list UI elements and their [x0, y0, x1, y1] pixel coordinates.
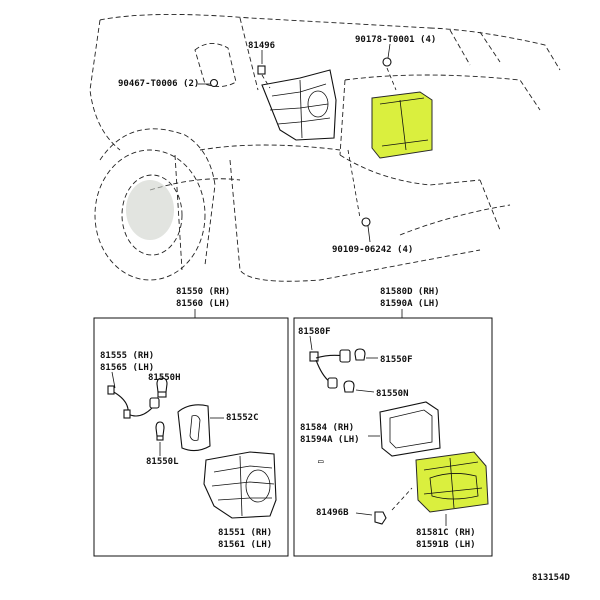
vehicle-outline [89, 13, 561, 282]
gasket-81552c [177, 404, 211, 452]
outer-lamp-box [93, 317, 289, 557]
tail-lamp-on-vehicle [261, 69, 337, 141]
bulb-81550h [156, 377, 168, 398]
bulb-81550f [354, 348, 366, 361]
lens-81581c-highlighted [415, 451, 489, 513]
lens-81551 [203, 451, 277, 519]
label-81552c: 81552C [226, 413, 259, 423]
socket-wire-right [309, 349, 351, 389]
label-81555-rh: 81555 (RH) [100, 351, 154, 361]
label-90178-t0001: 90178-T0001 (4) [355, 35, 436, 45]
diagram-id: 813154D [532, 573, 571, 583]
bulb-81550n [343, 380, 355, 393]
label-81580f: 81580F [298, 327, 331, 337]
label-81591b-lh: 81591B (LH) [416, 540, 476, 550]
label-81551-rh: 81551 (RH) [218, 528, 272, 538]
label-81561-lh: 81561 (LH) [218, 540, 272, 550]
clip-81496b [374, 511, 387, 525]
wheel-shading [126, 180, 174, 240]
label-81496: 81496 [248, 41, 275, 51]
label-81550-rh: 81550 (RH) [176, 287, 230, 297]
label-81584-rh: 81584 (RH) [300, 423, 354, 433]
label-90467-t0006: 90467-T0006 (2) [118, 79, 199, 89]
label-81550f: 81550F [380, 355, 413, 365]
inner-lamp-box [293, 317, 493, 557]
label-81496b: 81496B [316, 508, 349, 518]
label-81560-lh: 81560 (LH) [176, 299, 230, 309]
label-81550l: 81550L [146, 457, 179, 467]
bulb-81550l [155, 421, 165, 441]
label-81580d-rh: 81580D (RH) [380, 287, 440, 297]
label-81581c-rh: 81581C (RH) [416, 528, 476, 538]
label-81590a-lh: 81590A (LH) [380, 299, 440, 309]
inner-lamp-on-vehicle [371, 91, 433, 159]
upper-fasteners [209, 57, 397, 227]
label-81594a-lh: 81594A (LH) [300, 435, 360, 445]
label-81550n: 81550N [376, 389, 409, 399]
socket-wire-left [107, 385, 160, 419]
label-81550h: 81550H [148, 373, 181, 383]
gasket-81584 [379, 401, 441, 457]
small-mark: ▭ [318, 457, 324, 467]
label-81565-lh: 81565 (LH) [100, 363, 154, 373]
label-90109-06242: 90109-06242 (4) [332, 245, 413, 255]
